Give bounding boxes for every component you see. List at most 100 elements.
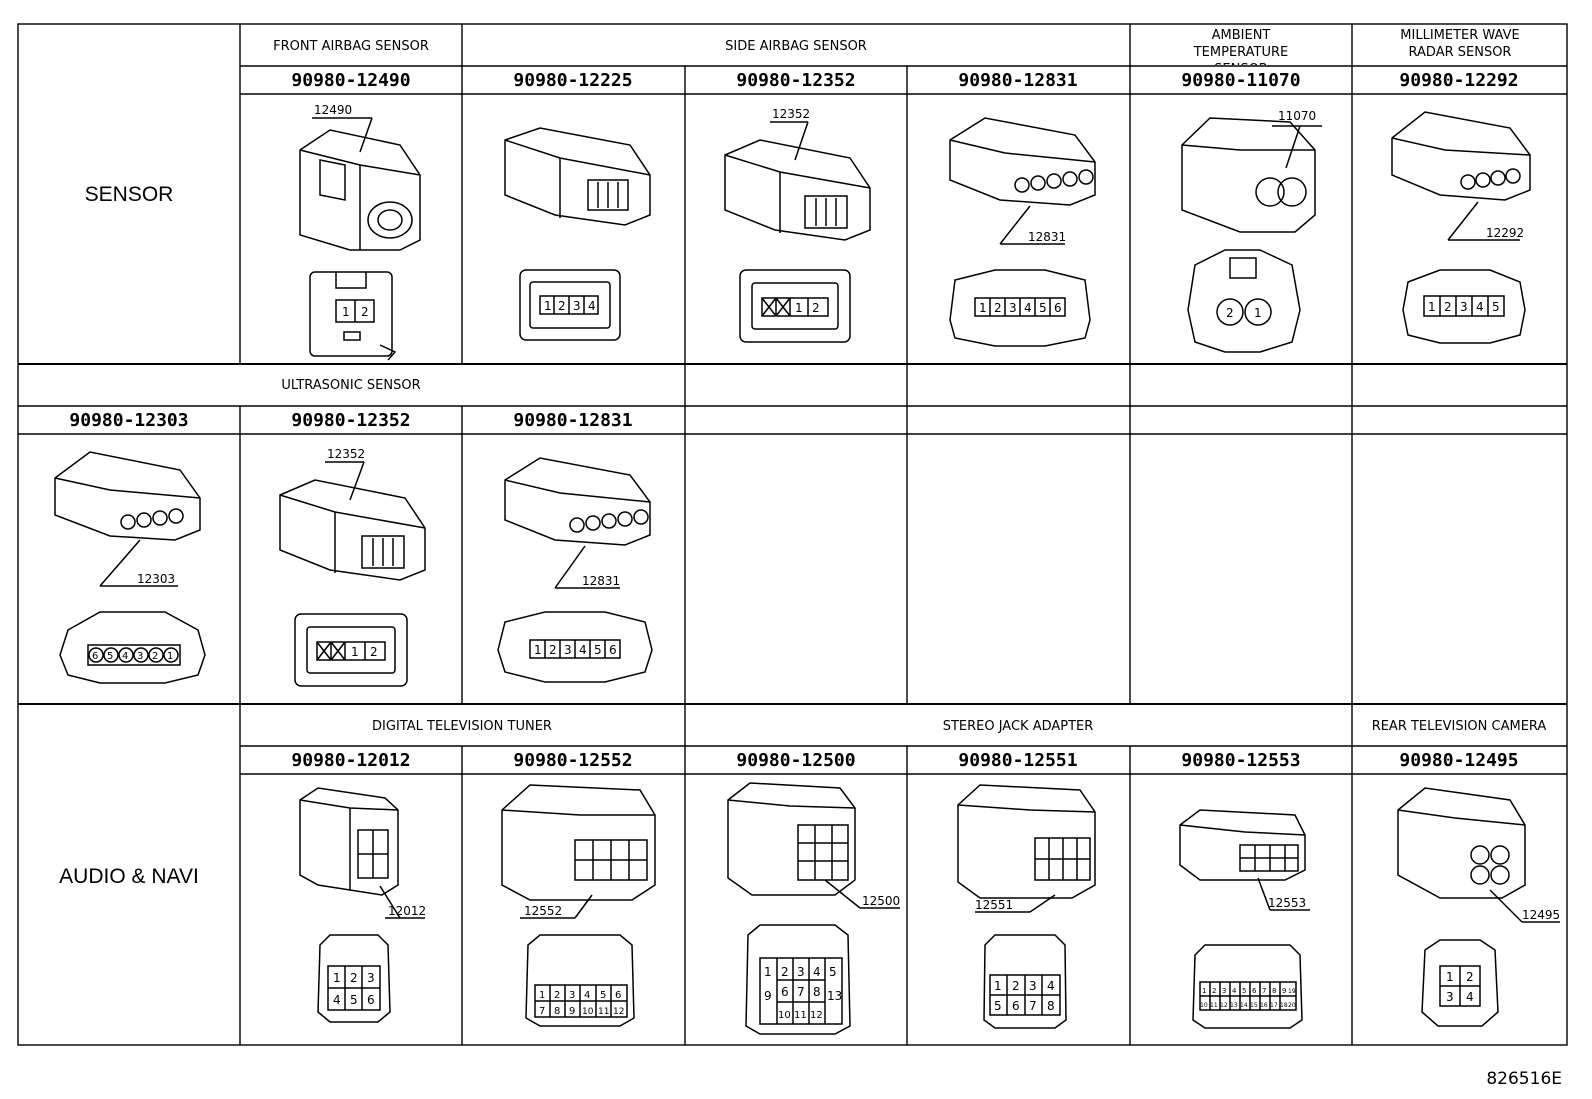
connector-tag: 11070 xyxy=(1278,109,1316,123)
pin-number: 9 xyxy=(764,989,772,1003)
pin-number: 6 xyxy=(781,985,789,999)
pin-number: 9 xyxy=(569,1006,575,1017)
pin-number: 2 xyxy=(1444,300,1452,314)
pin-number: 1 xyxy=(1254,306,1262,320)
group-header-front-airbag-sensor: FRONT AIRBAG SENSOR xyxy=(273,39,429,54)
pin-number: 1 xyxy=(764,965,772,979)
connector-perspective-drawing xyxy=(1391,111,1531,201)
connector-face-view xyxy=(317,934,391,1023)
pin-number: 7 xyxy=(1029,999,1037,1013)
pin-number: 1 xyxy=(1446,970,1454,984)
connector-12500 xyxy=(727,782,900,1035)
connector-tag: 12292 xyxy=(1486,226,1524,240)
leader-line xyxy=(379,885,401,919)
group-header-ambient-temperature-sensor: AMBIENT TEMPERATURE SENSOR xyxy=(1194,28,1289,65)
pin-number: 13 xyxy=(827,989,842,1003)
part-number: 90980-12352 xyxy=(291,410,410,431)
pin-number: 12 xyxy=(1220,1002,1228,1009)
part-number: 90980-11070 xyxy=(1181,70,1300,91)
pin-number: 4 xyxy=(122,651,128,662)
pin-number: 3 xyxy=(564,643,572,657)
pin-number: 8 xyxy=(813,985,821,999)
pin-number: 5 xyxy=(829,965,837,979)
connector-face-view xyxy=(1187,249,1301,353)
pin-number: 1 xyxy=(351,645,359,659)
pin-number: 2 xyxy=(781,965,789,979)
pin-number: 2 xyxy=(350,971,358,985)
pin-number: 2 xyxy=(370,645,378,659)
connector-perspective-drawing xyxy=(949,117,1096,206)
pin-number: 3 xyxy=(1009,301,1017,315)
pin-number: 6 xyxy=(615,990,621,1001)
leader-line xyxy=(359,117,373,153)
pin-number: 4 xyxy=(1466,990,1474,1004)
pin-number: 10 xyxy=(778,1010,791,1021)
group-header-rear-television-camera: REAR TELEVISION CAMERA xyxy=(1372,719,1547,734)
connector-11070 xyxy=(1181,117,1322,353)
pin-number: 13 xyxy=(1230,1002,1238,1009)
connector-tag: 12551 xyxy=(975,898,1013,912)
connector-tag: 12490 xyxy=(314,103,352,117)
connector-12012 xyxy=(299,787,425,1023)
connector-12553 xyxy=(1179,809,1310,1029)
pin-number: 5 xyxy=(994,999,1002,1013)
connector-perspective-drawing xyxy=(501,784,656,901)
row-label-sensor: SENSOR xyxy=(85,183,174,206)
connector-tag: 12495 xyxy=(1522,908,1560,922)
pin-number: 10 xyxy=(582,1007,594,1017)
connector-face-view xyxy=(949,269,1091,347)
pin-number: 4 xyxy=(1476,300,1484,314)
pin-number: 8 xyxy=(1272,987,1276,995)
group-header-ultrasonic-sensor: ULTRASONIC SENSOR xyxy=(281,378,420,393)
pin-number: 2 xyxy=(558,299,566,313)
pin-number: 2 xyxy=(1212,987,1216,995)
connector-perspective-drawing xyxy=(957,784,1096,899)
connector-perspective-drawing xyxy=(724,139,871,241)
leader-line xyxy=(1489,889,1523,923)
connector-tag: 12303 xyxy=(137,572,175,586)
pin-number: 7 xyxy=(539,1006,545,1017)
pin-number: 4 xyxy=(588,299,596,313)
pin-number: 12 xyxy=(810,1010,823,1021)
connector-face-view xyxy=(497,611,653,683)
leader-line xyxy=(574,894,593,919)
pin-number: 4 xyxy=(813,965,821,979)
group-header-digital-television-tuner: DIGITAL TELEVISION TUNER xyxy=(372,719,552,734)
connector-face-view xyxy=(1421,939,1499,1027)
pin-number: 2 xyxy=(812,301,820,315)
part-numbers: 90980-12490 90980-12225 90980-12352 9098… xyxy=(69,70,1518,771)
pin-number: 7 xyxy=(1262,987,1266,995)
pin-number: 4 xyxy=(579,643,587,657)
pin-number: 3 xyxy=(573,299,581,313)
part-number: 90980-12831 xyxy=(513,410,632,431)
pin-number: 2 xyxy=(1226,306,1234,320)
leader-line xyxy=(99,539,141,587)
pin-number: 5 xyxy=(1492,300,1500,314)
group-header-side-airbag-sensor: SIDE AIRBAG SENSOR xyxy=(725,39,867,54)
group-header-stereo-jack-adapter: STEREO JACK ADAPTER xyxy=(943,719,1094,734)
pin-number: 2 xyxy=(994,301,1002,315)
pin-number: 17 xyxy=(1270,1002,1278,1009)
pin-number: 2 xyxy=(152,651,158,662)
connector-tag: 12831 xyxy=(582,574,620,588)
pin-number: 5 xyxy=(600,990,606,1001)
pin-number: 1 xyxy=(795,301,803,315)
pin-number: 5 xyxy=(107,651,113,662)
connector-12490 xyxy=(299,117,421,361)
pin-number: 3 xyxy=(367,971,375,985)
connector-tag: 12553 xyxy=(1268,896,1306,910)
pin-number: 15 xyxy=(1250,1002,1258,1009)
part-number: 90980-12831 xyxy=(958,70,1077,91)
connector-perspective-drawing xyxy=(1181,117,1316,233)
part-number: 90980-12292 xyxy=(1399,70,1518,91)
pin-number: 2 xyxy=(549,643,557,657)
connector-perspective-drawing xyxy=(279,479,426,581)
connector-face-view xyxy=(519,269,621,341)
connector-face-view xyxy=(739,269,851,343)
pin-number: 4 xyxy=(1047,979,1055,993)
connector-12225 xyxy=(504,127,651,341)
pin-number: 19 xyxy=(1288,988,1296,995)
connector-perspective-drawing xyxy=(504,457,651,546)
leader-line xyxy=(824,879,861,909)
pin-number: 3 xyxy=(569,990,575,1001)
